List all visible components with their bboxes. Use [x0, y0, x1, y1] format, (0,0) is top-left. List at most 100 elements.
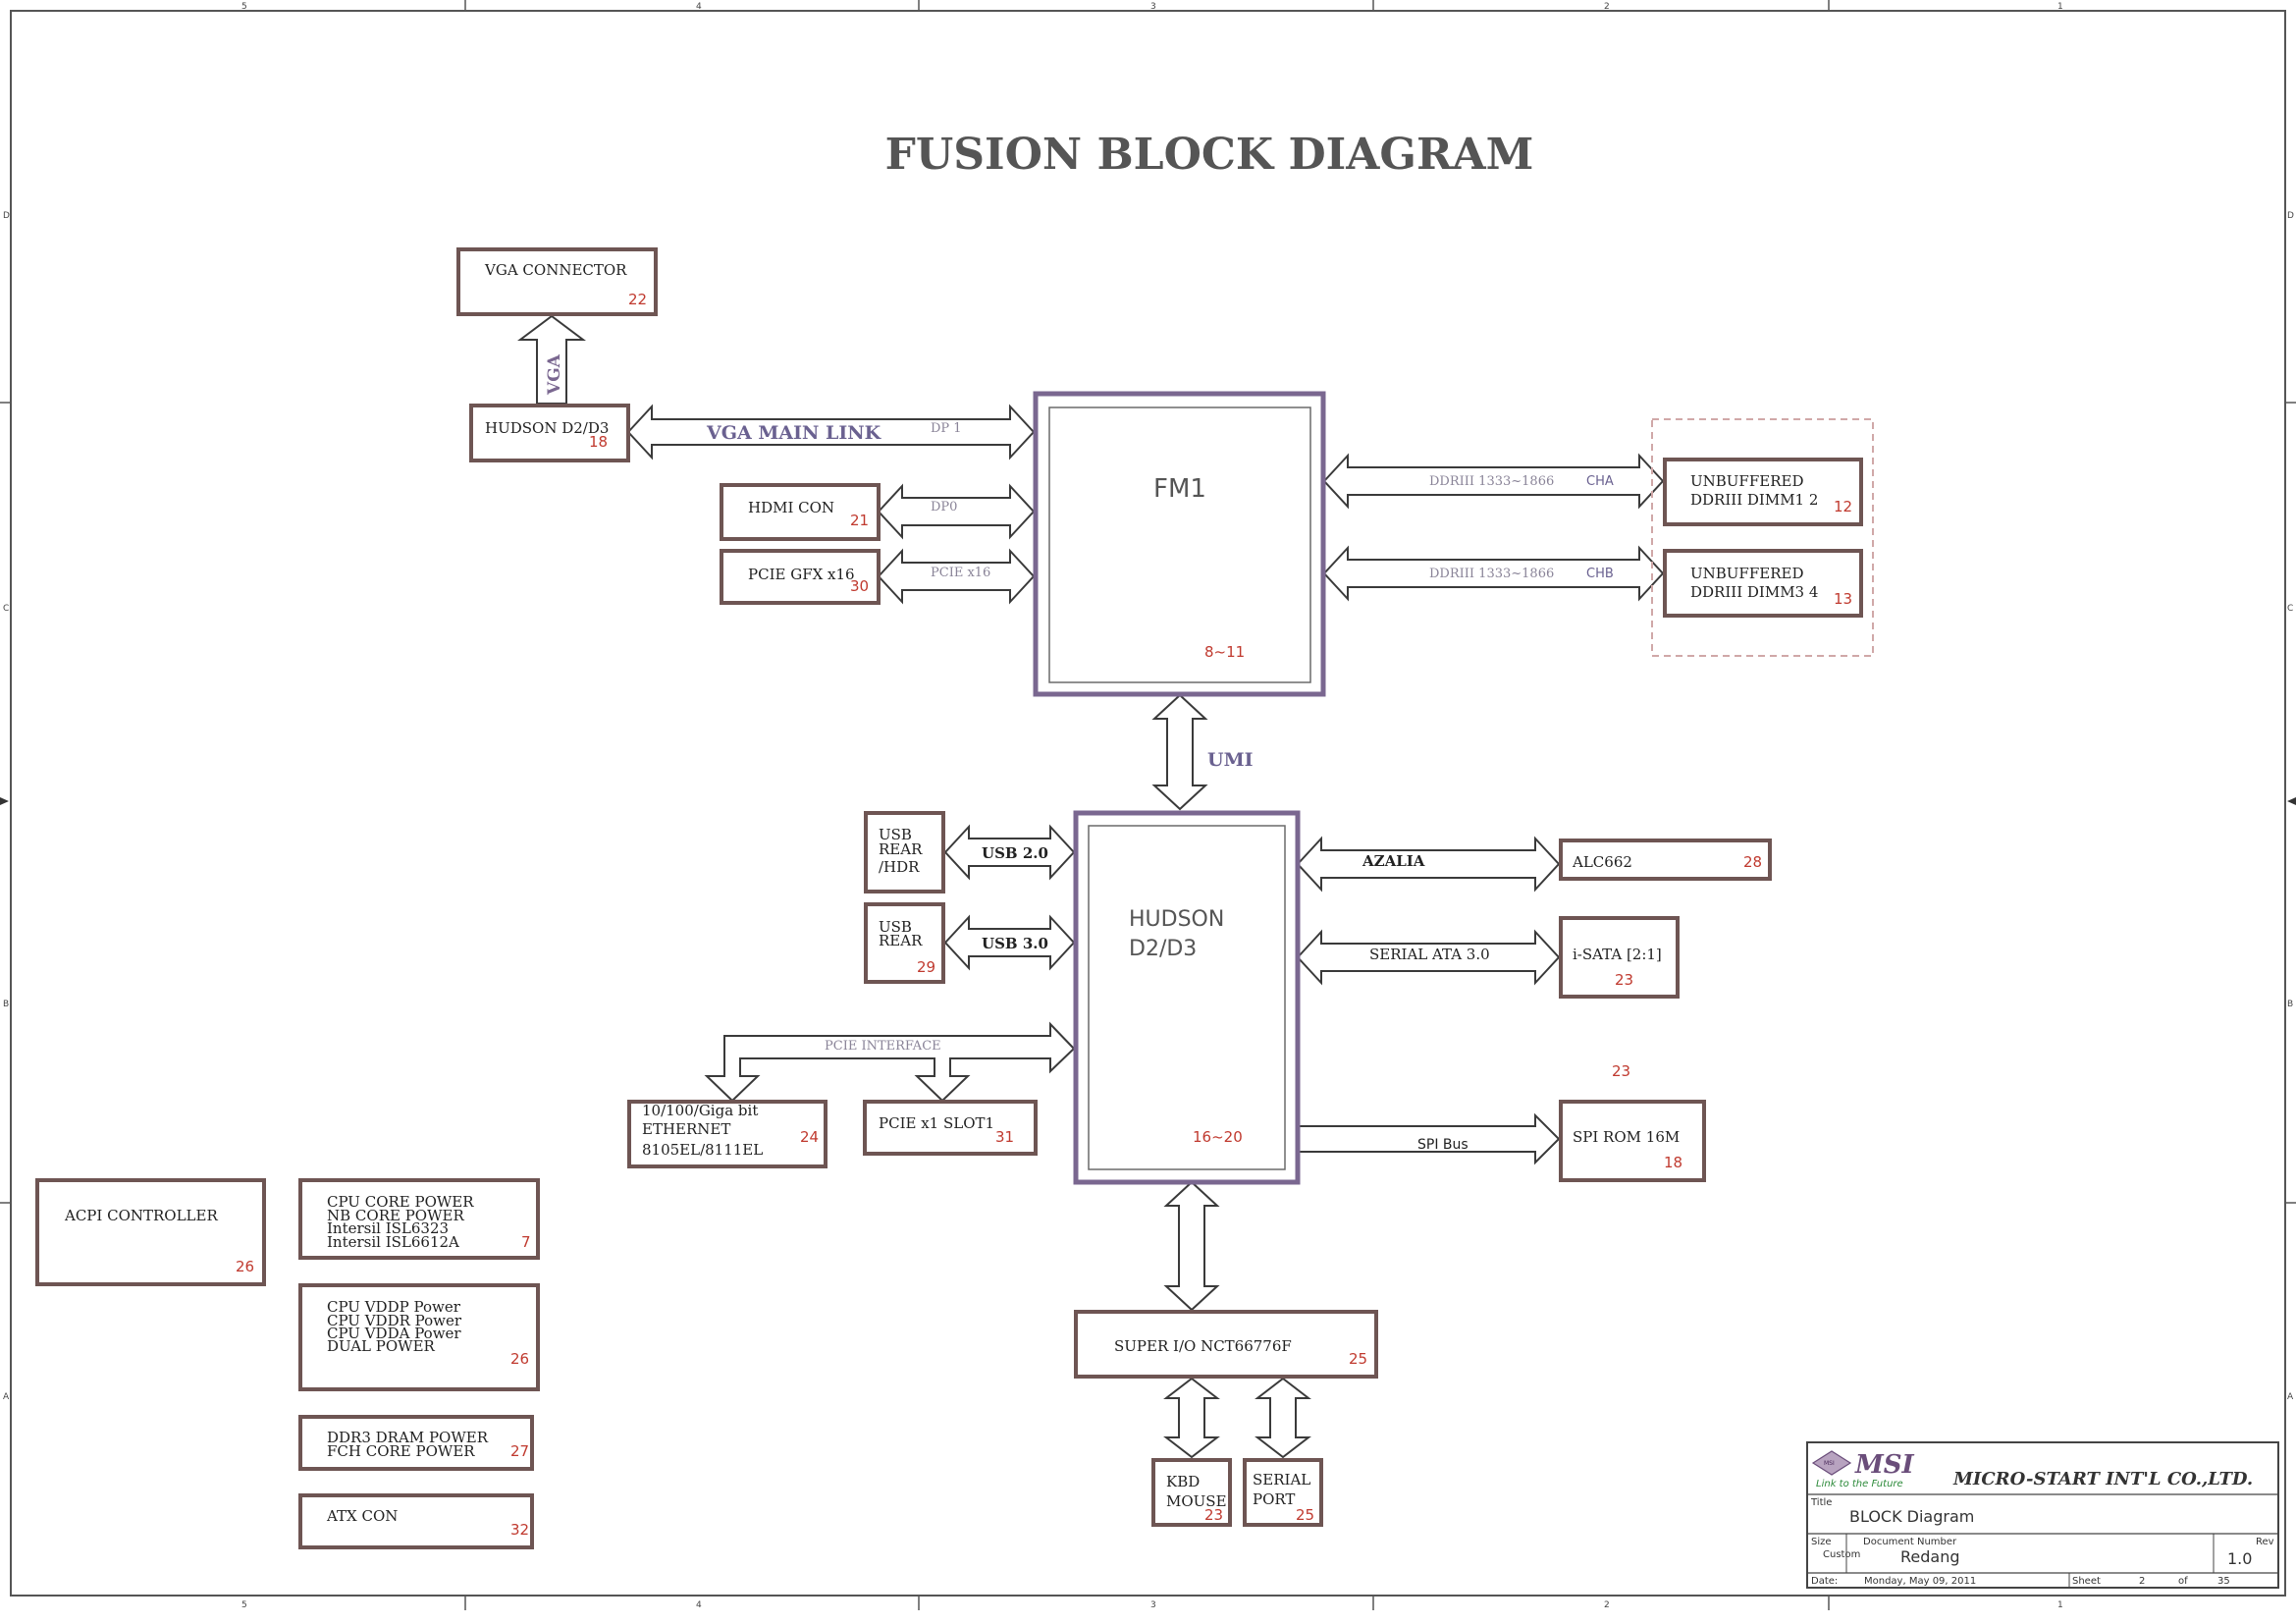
- block-label: Intersil ISL6612A: [327, 1233, 459, 1251]
- block-serial-port[interactable]: SERIAL PORT 25: [1243, 1458, 1323, 1527]
- of-label: of: [2178, 1576, 2188, 1587]
- company-name: MICRO-START INT'L CO.,LTD.: [1952, 1469, 2253, 1489]
- page-ref: 12: [1834, 498, 1852, 515]
- rev-value: 1.0: [2227, 1549, 2252, 1568]
- sheet-title: BLOCK Diagram: [1849, 1507, 1974, 1526]
- block-label: ALC662: [1572, 853, 1632, 871]
- page-ref: 26: [236, 1258, 254, 1275]
- msi-logo: MSI: [1854, 1450, 1915, 1480]
- page-ref: 26: [510, 1350, 529, 1368]
- block-label: i-SATA [2:1]: [1573, 946, 1662, 963]
- block-label: DUAL POWER: [327, 1337, 436, 1355]
- page-ref: 22: [628, 291, 647, 308]
- date-value: Monday, May 09, 2011: [1864, 1576, 1976, 1587]
- block-label: CPU VDDP Power: [327, 1298, 461, 1316]
- dp0-label: DP0: [931, 500, 957, 514]
- block-pcie-x1[interactable]: PCIE x1 SLOT1 31: [863, 1100, 1038, 1156]
- block-label: /HDR: [879, 858, 920, 876]
- block-label: KBD: [1166, 1473, 1200, 1490]
- block-cpu-vddp[interactable]: CPU VDDP Power CPU VDDR Power CPU VDDA P…: [298, 1283, 540, 1391]
- block-label: CPU VDDA Power: [327, 1325, 461, 1342]
- kbd-arrow: [1163, 1377, 1220, 1459]
- page-ref: 18: [1664, 1154, 1682, 1171]
- col-label: 2: [1604, 2, 1610, 12]
- block-label: PORT: [1253, 1490, 1295, 1508]
- block-label: UNBUFFERED: [1690, 472, 1803, 490]
- block-hudson-vga[interactable]: HUDSON D2/D3 18: [469, 404, 630, 462]
- block-usb-rear-hdr[interactable]: USB REAR /HDR: [864, 811, 945, 893]
- title-label: Title: [1810, 1497, 1832, 1508]
- block-label: PCIE GFX x16: [748, 566, 855, 583]
- col-label: 5: [241, 1600, 247, 1610]
- block-label: 8105EL/8111EL: [642, 1141, 763, 1159]
- block-hudson-main[interactable]: HUDSON D2/D3 16~20: [1073, 810, 1301, 1185]
- block-spi-rom[interactable]: SPI ROM 16M 18: [1559, 1100, 1706, 1182]
- sata-label: SERIAL ATA 3.0: [1369, 946, 1490, 963]
- lpc-arrow: [1163, 1180, 1220, 1312]
- dimm-group: [1651, 418, 1874, 657]
- block-label: 10/100/Giga bit: [642, 1102, 758, 1119]
- block-fm1[interactable]: FM1 8~11: [1033, 391, 1326, 697]
- block-usb-rear[interactable]: USB REAR 29: [864, 902, 945, 984]
- page-ref: 31: [995, 1128, 1014, 1146]
- title-block: MSI MSI Link to the Future MICRO-START I…: [1806, 1441, 2279, 1589]
- block-label: SUPER I/O NCT66776F: [1114, 1337, 1292, 1355]
- block-atx-con[interactable]: ATX CON 32: [298, 1493, 534, 1549]
- block-cpu-core-power[interactable]: CPU CORE POWER NB CORE POWER Intersil IS…: [298, 1178, 540, 1260]
- row-label: D: [3, 211, 10, 221]
- block-vga-connector[interactable]: VGA CONNECTOR 22: [456, 247, 658, 316]
- page-ref: 28: [1743, 853, 1762, 871]
- block-dimm34[interactable]: UNBUFFERED DDRIII DIMM3 4 13: [1663, 549, 1863, 618]
- vga-label: VGA: [545, 353, 564, 396]
- block-label: SERIAL: [1253, 1471, 1310, 1489]
- spi-bus-arrow: [1297, 1112, 1561, 1165]
- row-label: B: [2287, 1000, 2293, 1009]
- ddr-a-label: DDRIII 1333~1866: [1429, 474, 1554, 489]
- connectors: [517, 314, 1665, 1459]
- azalia-label: AZALIA: [1362, 852, 1425, 870]
- rev-label: Rev: [2256, 1537, 2274, 1547]
- block-label: SPI ROM 16M: [1573, 1128, 1680, 1146]
- block-label: VGA CONNECTOR: [484, 261, 627, 279]
- block-label: ETHERNET: [642, 1120, 730, 1138]
- col-label: 5: [241, 2, 247, 12]
- block-pcie-gfx[interactable]: PCIE GFX x16 30: [720, 549, 881, 605]
- block-dimm12[interactable]: UNBUFFERED DDRIII DIMM1 2 12: [1663, 458, 1863, 526]
- page-ref: 21: [850, 512, 869, 529]
- chip-label: D2/D3: [1129, 937, 1197, 961]
- chb-label: CHB: [1586, 567, 1614, 581]
- col-label: 1: [2057, 2, 2063, 12]
- page-ref: 7: [521, 1233, 531, 1251]
- row-label: C: [2287, 604, 2293, 614]
- pcie-interface-arrow: [704, 1021, 1076, 1103]
- page-ref: 24: [800, 1128, 819, 1146]
- block-label: ACPI CONTROLLER: [64, 1207, 218, 1224]
- col-label: 4: [696, 2, 702, 12]
- block-super-io[interactable]: SUPER I/O NCT66776F 25: [1074, 1310, 1378, 1379]
- sheet-number: 2: [2139, 1576, 2145, 1587]
- page-ref: 8~11: [1204, 643, 1245, 661]
- col-label: 4: [696, 1600, 702, 1610]
- block-ddr3-power[interactable]: DDR3 DRAM POWER FCH CORE POWER 27: [298, 1415, 534, 1471]
- block-kbd-mouse[interactable]: KBD MOUSE 23: [1151, 1458, 1232, 1527]
- page-ref: 23: [1615, 971, 1633, 989]
- block-label: DDRIII DIMM1 2: [1690, 491, 1818, 509]
- block-label: HUDSON D2/D3: [485, 419, 609, 437]
- block-acpi[interactable]: ACPI CONTROLLER 26: [35, 1178, 266, 1286]
- serial-arrow: [1255, 1377, 1311, 1459]
- cha-label: CHA: [1586, 474, 1614, 489]
- vga-arrow: [517, 314, 586, 405]
- block-alc662[interactable]: ALC662 28: [1559, 839, 1772, 881]
- page-ref: 16~20: [1193, 1128, 1243, 1146]
- block-hdmi-con[interactable]: HDMI CON 21: [720, 483, 881, 541]
- block-isata[interactable]: i-SATA [2:1] 23: [1559, 916, 1680, 999]
- diagram-title: FUSION BLOCK DIAGRAM: [885, 130, 1534, 180]
- page-ref: 25: [1349, 1350, 1367, 1368]
- block-ethernet[interactable]: 10/100/Giga bit ETHERNET 8105EL/8111EL 2…: [627, 1100, 828, 1168]
- page-ref: 23: [1204, 1506, 1223, 1524]
- row-label: A: [2287, 1392, 2294, 1402]
- msi-diamond-icon: [1811, 1450, 1852, 1476]
- usb30-label: USB 3.0: [982, 935, 1048, 952]
